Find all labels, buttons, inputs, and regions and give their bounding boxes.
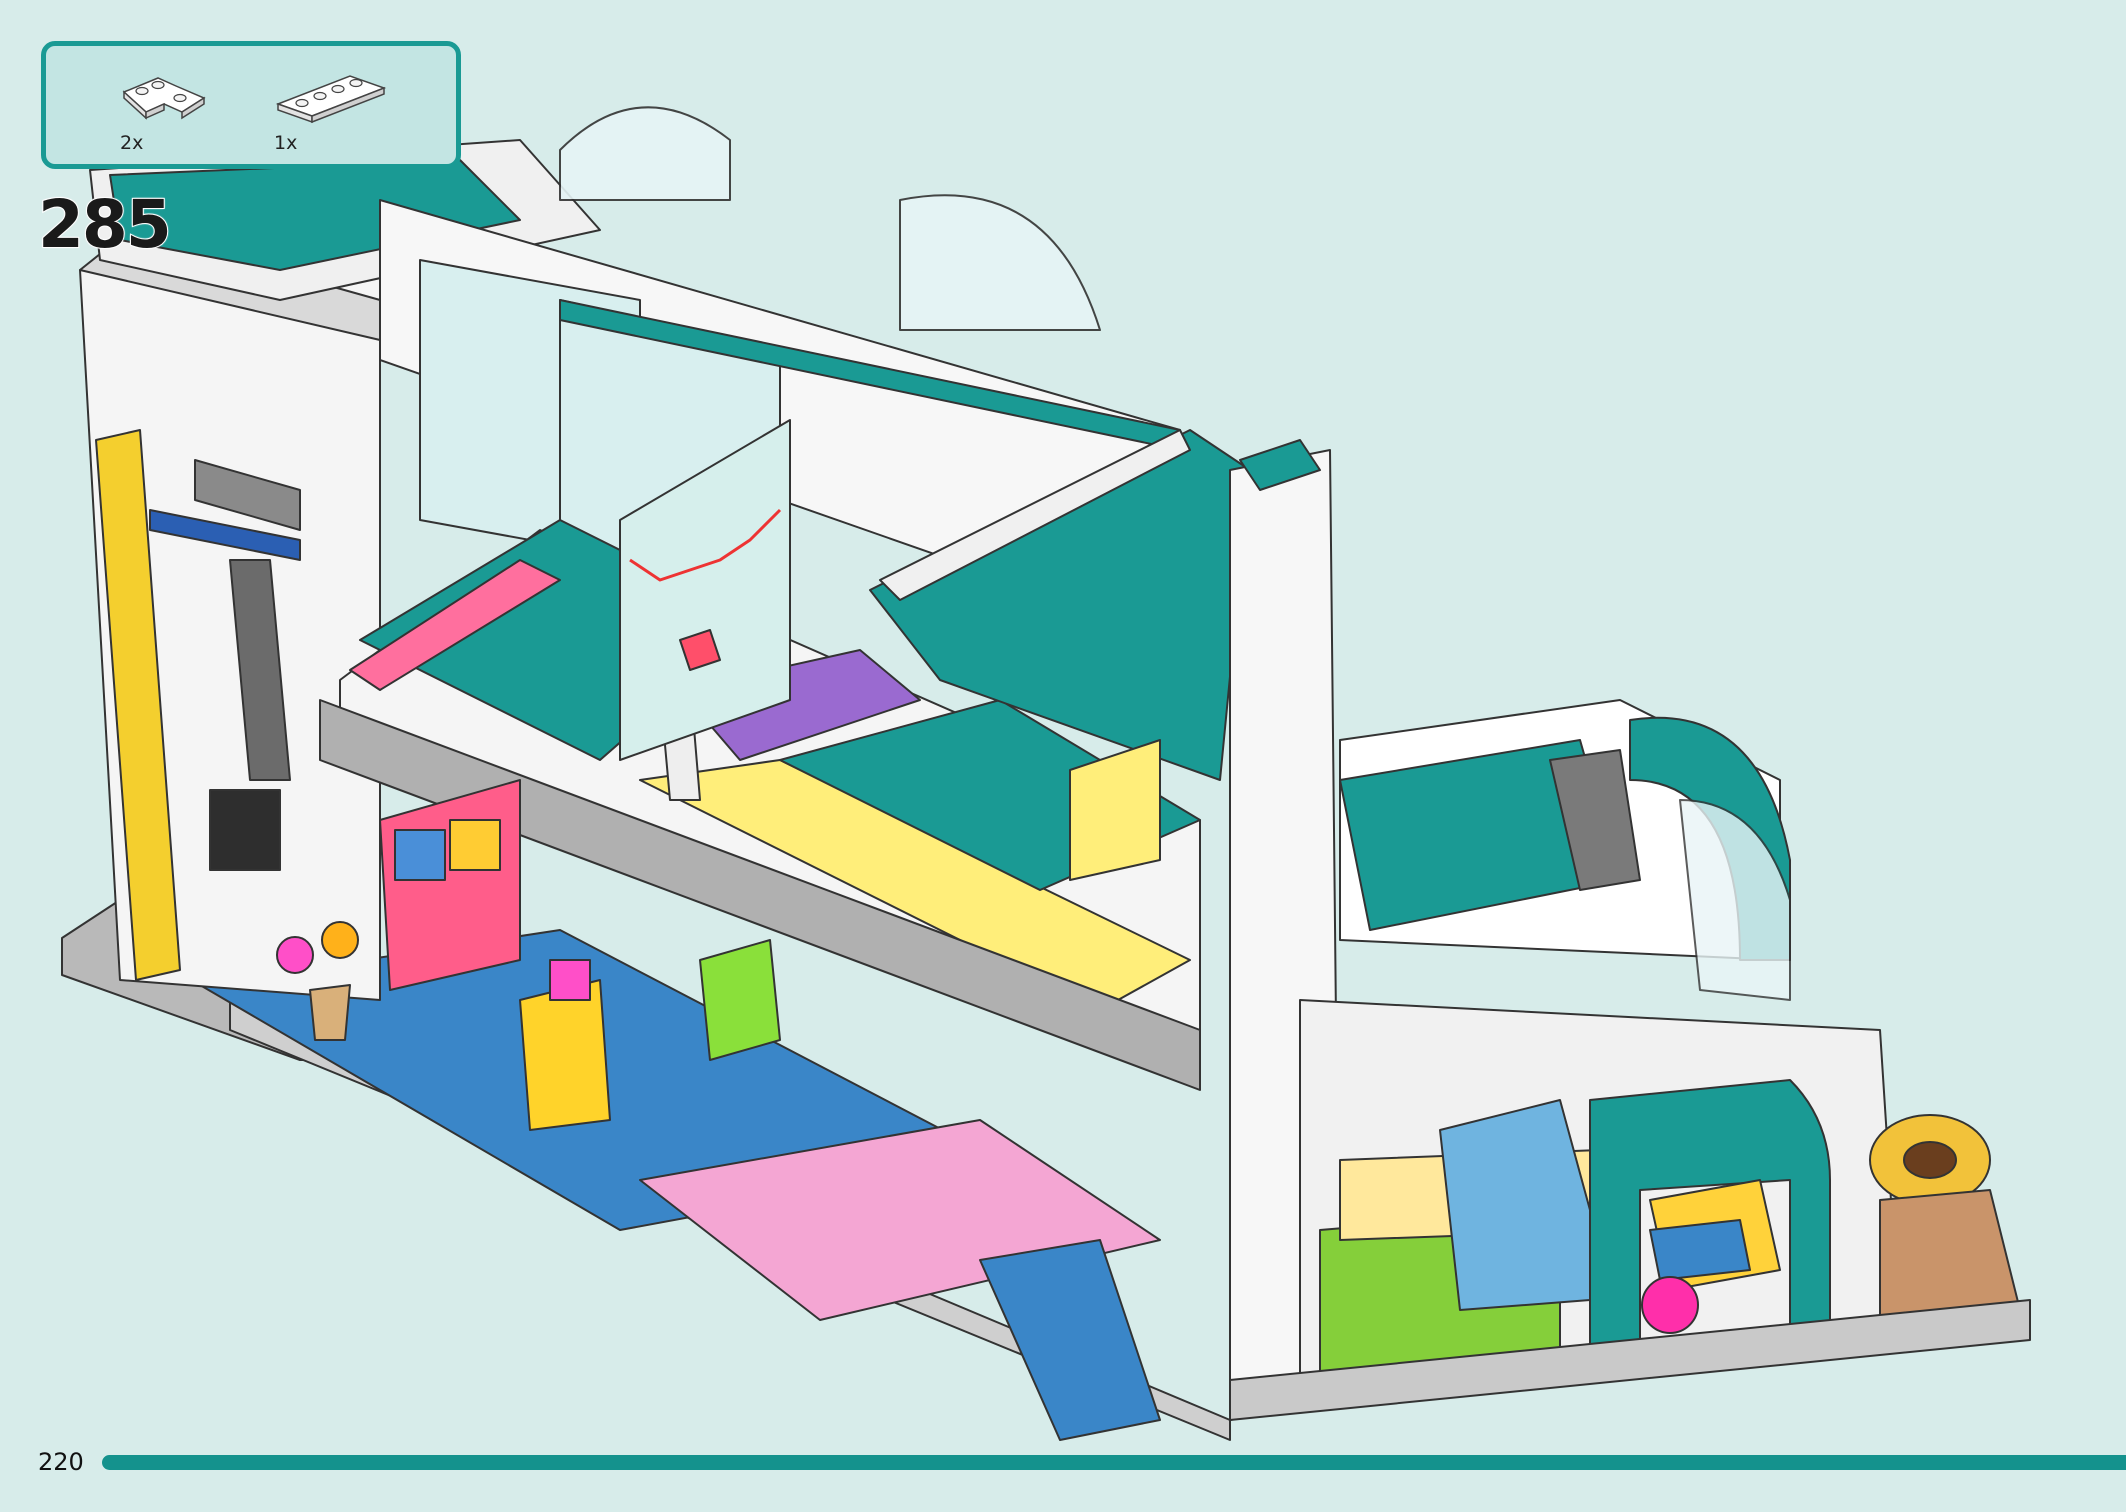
step-number: 285	[37, 185, 173, 264]
page-number: 220	[38, 1448, 84, 1476]
footer-progress-bar	[102, 1455, 2126, 1470]
white-l-plate-icon	[118, 68, 210, 124]
parts-callout: 2x 1x	[41, 41, 461, 169]
part-quantity: 1x	[274, 132, 298, 154]
white-1x4-plate-icon	[272, 68, 390, 126]
part-quantity: 2x	[120, 132, 144, 154]
